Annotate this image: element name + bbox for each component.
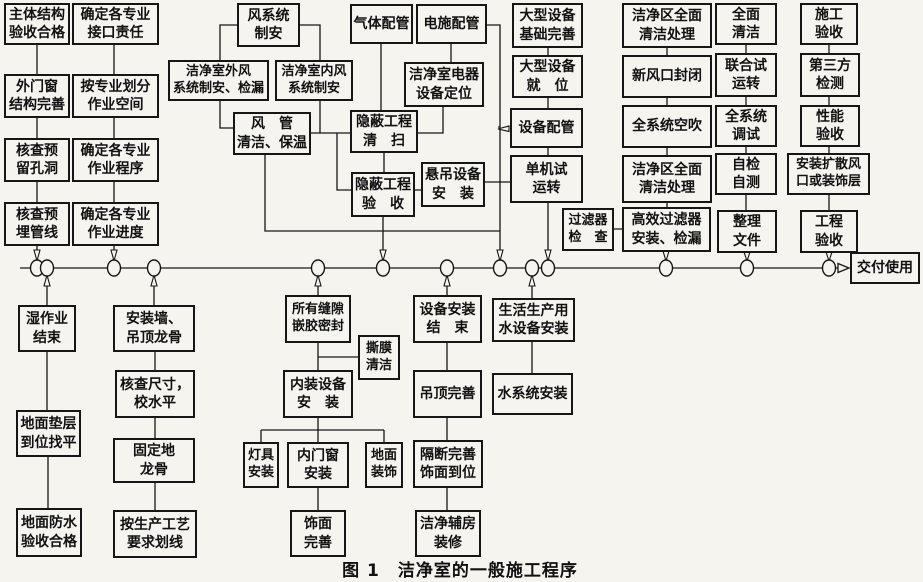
- node-shenghuo-shengchan: 生活生产用 水设备安装: [492, 298, 575, 342]
- node-diaoding-wanshan: 吊顶完善: [413, 370, 482, 418]
- node-qiti-peiguan: 气体配管: [350, 4, 413, 44]
- node-shuixitong-anzhuang: 水系统安装: [492, 373, 573, 415]
- node-anzhuang-qiang: 安装墙、 吊顶龙骨: [113, 305, 195, 352]
- up-arrows: [43, 272, 536, 287]
- node-zijian-zice: 自检 自测: [715, 153, 777, 195]
- node-zhuti-jiegou: 主体结构 验收合格: [4, 3, 70, 45]
- node-geduan-wanshan: 隔断完善 饰面到位: [413, 440, 483, 488]
- node-zhengli-wenjian: 整理 文件: [717, 210, 777, 253]
- node-neizhuang-shebei: 内装设备 安 装: [283, 370, 353, 418]
- node-danji-shi-yunzhuan: 单机试 运转: [510, 155, 583, 203]
- node-queding-zuoye-jindu: 确定各专业 作业进度: [72, 202, 159, 246]
- node-quanxitong-tiaoshi: 全系统 调试: [715, 105, 777, 147]
- node-guding-di-longgu: 固定地 龙骨: [113, 438, 195, 483]
- node-simo-qingjie: 撕膜 清洁: [358, 335, 400, 380]
- node-xinfengkou-fengbi: 新风口封闭: [622, 55, 712, 98]
- node-an-zhuanye-huafen: 按专业划分 作业空间: [72, 74, 159, 118]
- node-dimian-zhuangshi: 地面 装饰: [365, 442, 403, 488]
- node-lianhe-shi-yunzhuan: 联合试 运转: [715, 53, 777, 97]
- node-jiejingqu-qingjie-2: 洁净区全面 清洁处理: [622, 155, 712, 203]
- node-quanmian-qingjie: 全面 清洁: [715, 3, 777, 45]
- node-hecha-chicun: 核查尺寸， 校水平: [115, 370, 195, 418]
- node-fengguan-qingjie: 风 管 清洁、保温: [233, 112, 311, 155]
- node-an-shengchan-gongyi: 按生产工艺 要求划线: [113, 510, 197, 558]
- handover-arrow-icon: [837, 262, 851, 274]
- node-shebei-anzhuang-jieshu: 设备安装 结 束: [413, 295, 482, 343]
- node-jiejing-fufang: 洁净辅房 装修: [415, 510, 481, 557]
- node-gaoxiao-guolvqi: 高效过滤器 安装、检漏: [622, 207, 711, 252]
- node-neimenchuang-anzhuang: 内门窗 安装: [287, 442, 349, 488]
- figure-caption: 图 1 洁净室的一般施工程序: [342, 561, 578, 581]
- node-dianshi-peiguan: 电施配管: [416, 4, 487, 44]
- node-feng-xitong-zhian: 风系统 制安: [237, 3, 300, 47]
- node-yinbi-gongcheng-qingsao: 隐蔽工程 清 扫: [350, 110, 418, 153]
- node-shizuoye-jieshu: 湿作业 结束: [18, 305, 76, 352]
- node-daxing-shebei-jiuwei: 大型设备 就 位: [512, 55, 583, 98]
- node-dimian-dianceng: 地面垫层 到位找平: [16, 410, 81, 457]
- node-daxing-shebei-jichu: 大型设备 基础完善: [512, 3, 583, 48]
- node-jiejingqu-qingjie-1: 洁净区全面 清洁处理: [622, 3, 712, 48]
- node-dengju-anzhuang: 灯具 安装: [243, 442, 279, 488]
- node-hecha-yuliu-kongdong: 核查预 留孔洞: [4, 138, 70, 182]
- node-jiejingshi-dianqi: 洁净室电器 设备定位: [404, 62, 484, 107]
- node-jiejingshi-neifeng: 洁净室内风 系统制安: [275, 60, 353, 101]
- node-jiejingshi-waifeng: 洁净室外风 系统制安、检漏: [168, 60, 269, 101]
- node-shimian-wanshan: 饰面 完善: [290, 510, 346, 557]
- node-disanfang-jiance: 第三方 检测: [800, 53, 860, 97]
- node-xuandiao-shebei: 悬吊设备 安 装: [421, 162, 485, 207]
- node-yinbi-gongcheng-yanshou: 隐蔽工程 验 收: [351, 172, 415, 217]
- node-shebei-peiguan: 设备配管: [510, 108, 583, 148]
- node-dimian-fangshui: 地面防水 验收合格: [16, 508, 82, 557]
- node-shigong-yanshou: 施工 验收: [800, 3, 858, 45]
- node-xingneng-yanshou: 性能 验收: [800, 105, 860, 147]
- node-quanxitong-kongchui: 全系统空吹: [622, 105, 712, 148]
- node-suoyou-fengxi: 所有缝隙 嵌胶密封: [285, 295, 351, 343]
- node-waimenchuang: 外门窗 结构完善: [4, 74, 70, 118]
- node-hecha-yumai-guanxian: 核查预 埋管线: [4, 202, 70, 246]
- down-arrows: [33, 125, 833, 264]
- node-gongcheng-yanshou: 工程 验收: [800, 210, 858, 253]
- node-anzhuang-kuosan: 安装扩散风 口或装饰层: [787, 153, 870, 195]
- node-queding-jiekou-zeren: 确定各专业 接口责任: [72, 3, 159, 45]
- node-guolvqi-jiancha: 过滤器 检 查: [562, 208, 614, 251]
- node-jiaofu-shiyong: 交付使用: [850, 252, 920, 284]
- timeline-nodes: [29, 259, 837, 277]
- node-queding-zuoye-chengxu: 确定各专业 作业程序: [72, 138, 159, 182]
